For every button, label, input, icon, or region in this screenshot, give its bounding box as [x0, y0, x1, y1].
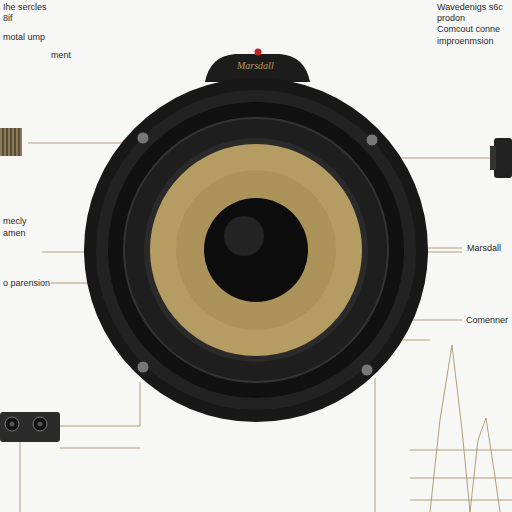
- voice-coil-icon: [0, 128, 22, 156]
- part-label: 8if: [2, 13, 14, 23]
- part-label: amen: [2, 228, 27, 238]
- part-label: o parension: [2, 278, 51, 288]
- speaker-driver: [84, 49, 428, 423]
- part-label: mecly: [2, 216, 28, 226]
- part-label: improenmsion: [436, 36, 495, 46]
- part-label: prodon: [436, 13, 466, 23]
- terminal-box: [0, 412, 60, 442]
- part-label: Comenner: [465, 315, 509, 325]
- part-label: Marsdall: [466, 243, 502, 253]
- brand-logo: Marsdall: [236, 61, 275, 71]
- part-label: motal ump: [2, 32, 46, 42]
- part-label: Comcout conne: [436, 24, 501, 34]
- part-label: Wavedenigs s6c: [436, 2, 504, 12]
- magnet-icon: [490, 138, 512, 178]
- part-label: Ihe sercles: [2, 2, 48, 12]
- waveform: [410, 345, 512, 512]
- part-label: ment: [50, 50, 72, 60]
